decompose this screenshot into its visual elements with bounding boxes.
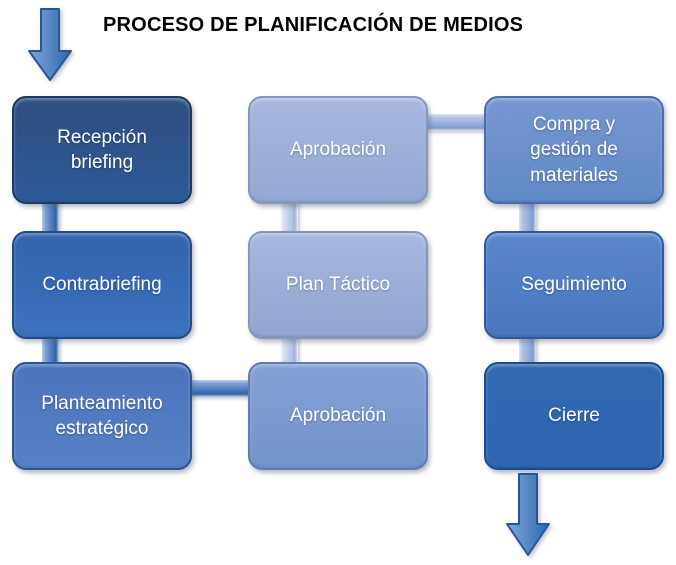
node-cierre: Cierre (484, 362, 664, 470)
connector-row3-horizontal (184, 380, 256, 397)
flow-end-arrow-icon (506, 473, 550, 556)
node-contrabriefing: Contrabriefing (12, 231, 192, 339)
node-label: Recepción briefing (57, 126, 147, 173)
node-plan-tactico: Plan Táctico (248, 231, 428, 339)
node-label: Cierre (548, 405, 600, 427)
node-compra-gestion-materiales: Compra y gestión de materiales (484, 96, 664, 204)
node-label: Contrabriefing (42, 274, 162, 296)
node-recepcion-briefing: Recepción briefing (12, 96, 192, 204)
node-aprobacion-inferior: Aprobación (248, 362, 428, 470)
flow-start-arrow-icon (28, 8, 72, 81)
node-aprobacion-superior: Aprobación (248, 96, 428, 204)
node-label: Aprobación (289, 405, 387, 427)
node-label: Aprobación (289, 139, 387, 161)
diagram-title: PROCESO DE PLANIFICACIÓN DE MEDIOS (103, 14, 524, 36)
node-label: Planteamiento estratégico (41, 392, 163, 439)
node-planteamiento-estrategico: Planteamiento estratégico (12, 362, 192, 470)
node-seguimiento: Seguimiento (484, 231, 664, 339)
node-label: Compra y gestión de materiales (530, 114, 618, 186)
connector-row1-horizontal (420, 114, 492, 131)
node-label: Plan Táctico (285, 274, 391, 296)
node-label: Seguimiento (521, 274, 627, 296)
